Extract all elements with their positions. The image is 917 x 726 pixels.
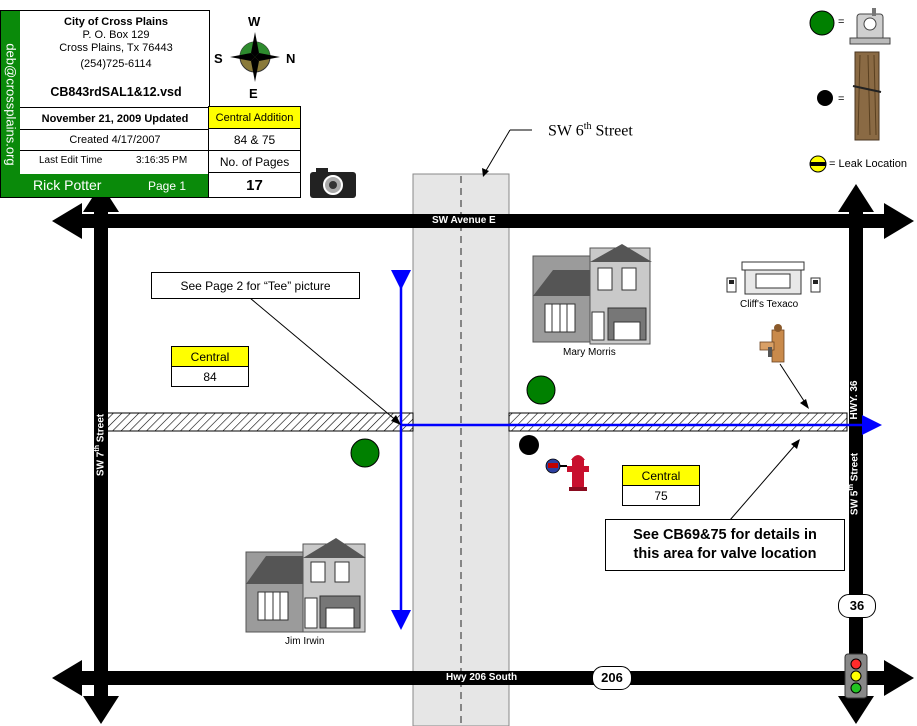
compass-n-label: N — [286, 51, 296, 66]
gas-meter-icon — [849, 8, 891, 45]
compass-icon — [230, 32, 280, 82]
legend-leak-icon — [809, 155, 827, 173]
cb-details-line2: this area for valve location — [633, 546, 817, 562]
compass-w-label: W — [248, 14, 261, 29]
pages-label: No. of Pages — [209, 151, 300, 173]
sw6-leader-head — [482, 168, 489, 177]
page-label: Page 1 — [148, 179, 187, 193]
hwy206-shield: 206 — [592, 666, 632, 690]
legend-black-eq: = — [838, 93, 845, 105]
sw6-leader-diag — [483, 129, 511, 175]
email-label[interactable]: deb@crossplains.org — [3, 43, 19, 166]
section-box-label: Central — [623, 466, 699, 486]
utility-pole-icon — [852, 51, 882, 141]
mary-morris-label: Mary Morris — [563, 347, 616, 358]
legend-leak-label: = Leak Location — [829, 158, 907, 170]
sw6-street-label: SW 6th Street — [548, 121, 633, 140]
section-numbers: 84 & 75 — [209, 129, 300, 151]
address-line2: Cross Plains, Tx 76443 — [59, 42, 173, 54]
cliffs-texaco-label: Cliff's Texaco — [740, 299, 799, 310]
compass-s-label: S — [214, 51, 223, 66]
valve-icon — [545, 458, 567, 474]
legend-green-marker — [809, 10, 835, 36]
email-strip — [1, 11, 20, 197]
address-line1: P. O. Box 129 — [82, 29, 150, 41]
texaco-leader — [779, 363, 807, 405]
sw5-street-label: SW 5th Street — [848, 452, 861, 516]
hwy36-label: HWY. 36 — [849, 380, 860, 420]
last-edit-time: 3:16:35 PM — [136, 155, 188, 166]
texaco-leader-head — [800, 399, 809, 409]
hwy36-shield: 36 — [838, 594, 876, 618]
compass-e-label: E — [249, 86, 258, 101]
created-date: Created 4/17/2007 — [69, 134, 161, 146]
cb-leader — [729, 443, 797, 521]
pole-marker-black — [519, 435, 539, 455]
house-icon — [245, 538, 366, 633]
phone: (254)725-6114 — [80, 58, 152, 70]
section-box-number: 84 — [203, 369, 217, 384]
author-name: Rick Potter — [33, 177, 102, 193]
cb-leader-head — [791, 439, 800, 449]
cb-details-callout[interactable]: See CB69&75 for details in this area for… — [605, 519, 845, 571]
traffic-light-icon — [844, 653, 868, 699]
jim-irwin-label: Jim Irwin — [285, 636, 325, 647]
meter-marker-green — [526, 375, 556, 405]
section-box-label: Central — [172, 347, 248, 367]
road-network — [52, 184, 914, 724]
fire-hydrant-icon — [567, 455, 589, 491]
hatched-corridor-right — [508, 412, 848, 432]
updated-date: November 21, 2009 Updated — [41, 112, 189, 125]
gas-station-icon — [726, 261, 821, 295]
legend-black-marker — [817, 90, 833, 106]
section-box-central-84: Central 84 — [171, 346, 249, 387]
last-edit-label: Last Edit Time — [39, 155, 103, 166]
hatched-corridor-left — [105, 412, 414, 432]
sw7-street-label: SW 7th Street — [94, 413, 107, 477]
org-name: City of Cross Plains — [64, 16, 168, 28]
title-block: deb@crossplains.org City of Cross Plains… — [0, 10, 210, 198]
valve-fitting-icon — [759, 324, 785, 363]
hwy206-label: Hwy 206 South — [446, 672, 518, 683]
section-box-central-75: Central 75 — [622, 465, 700, 506]
pages-count: 17 — [246, 176, 263, 194]
camera-icon[interactable] — [310, 168, 356, 198]
tee-leader — [249, 297, 399, 423]
house-icon — [532, 244, 652, 345]
section-info-block: Central Addition 84 & 75 No. of Pages 17 — [208, 106, 301, 198]
cb-details-line1: See CB69&75 for details in — [633, 527, 817, 543]
section-header: Central Addition — [209, 107, 300, 129]
avenue-e-label: SW Avenue E — [432, 215, 496, 226]
tee-leader-head — [391, 415, 401, 425]
meter-marker-green — [350, 438, 380, 468]
tee-picture-callout[interactable]: See Page 2 for “Tee” picture — [151, 272, 360, 299]
sw6-street-band — [412, 173, 510, 726]
file-name: CB843rdSAL1&12.vsd — [50, 85, 182, 99]
legend-green-eq: = — [838, 16, 845, 28]
section-box-number: 75 — [654, 488, 668, 503]
